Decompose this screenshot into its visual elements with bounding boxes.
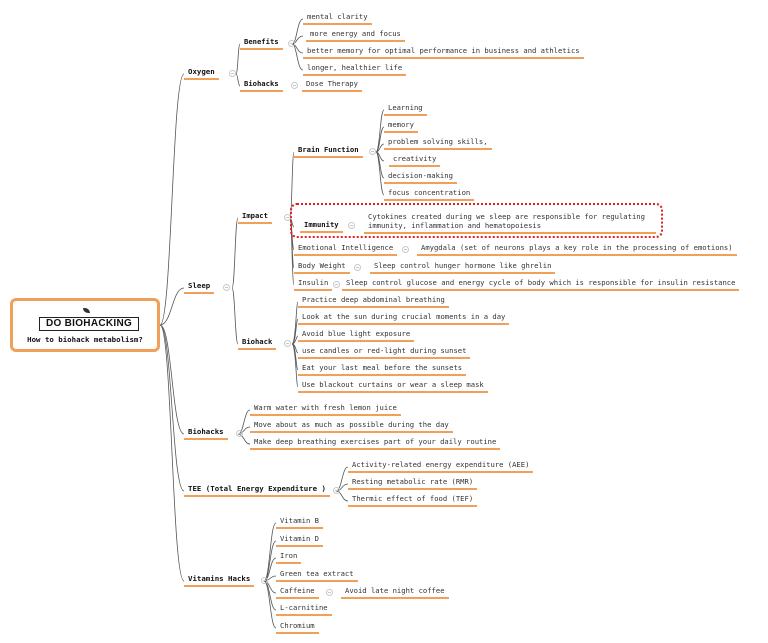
node-vitamin-b[interactable]: Vitamin B [276,515,323,529]
node-tef[interactable]: Thermic effect of food (TEF) [348,493,478,507]
collapse-toggle-icon[interactable] [261,577,268,584]
node-lemon-water[interactable]: Warm water with fresh lemon juice [250,402,401,416]
collapse-toggle-icon[interactable] [348,222,355,229]
node-immunity[interactable]: Immunity [300,219,343,233]
node-benefits[interactable]: Benefits [240,36,283,50]
node-blackout[interactable]: Use blackout curtains or wear a sleep ma… [298,379,488,393]
collapse-toggle-icon[interactable] [402,246,409,253]
node-body-weight[interactable]: Body Weight [294,260,350,274]
node-deep-breathing[interactable]: Make deep breathing exercises part of yo… [250,436,501,450]
node-tee[interactable]: TEE (Total Energy Expenditure ) [184,483,330,497]
brand-logo: DO BIOHACKING [39,317,139,331]
node-focus[interactable]: focus concentration [384,187,475,201]
collapse-toggle-icon[interactable] [223,284,230,291]
node-ghrelin[interactable]: Sleep control hunger hormone like ghreli… [370,260,556,274]
node-caffeine[interactable]: Caffeine [276,585,319,599]
node-longer-life[interactable]: longer, healthier life [303,62,407,76]
collapse-toggle-icon[interactable] [288,40,295,47]
node-impact[interactable]: Impact [238,210,272,224]
node-move[interactable]: Move about as much as possible during th… [250,419,453,433]
collapse-toggle-icon[interactable] [236,430,243,437]
node-brain-function[interactable]: Brain Function [294,144,363,158]
node-candles[interactable]: use candles or red-light during sunset [298,345,471,359]
collapse-toggle-icon[interactable] [354,264,361,271]
node-vitamin-d[interactable]: Vitamin D [276,533,323,547]
node-learning[interactable]: Learning [384,102,427,116]
node-blue-light[interactable]: Avoid blue light exposure [298,328,415,342]
node-aee[interactable]: Activity-related energy expenditure (AEE… [348,459,534,473]
node-avoid-coffee[interactable]: Avoid late night coffee [341,585,449,599]
node-oxygen-biohacks[interactable]: Biohacks [240,78,283,92]
collapse-toggle-icon[interactable] [326,589,333,596]
node-chromium[interactable]: Chromium [276,620,319,634]
node-breathing[interactable]: Practice deep abdominal breathing [298,294,449,308]
root-title: How to biohack metabolism? [27,335,143,344]
node-sleep[interactable]: Sleep [184,280,215,294]
collapse-toggle-icon[interactable] [333,281,340,288]
node-biohacks[interactable]: Biohacks [184,426,228,440]
node-sun[interactable]: Look at the sun during crucial moments i… [298,311,510,325]
node-better-memory[interactable]: better memory for optimal performance in… [303,45,584,59]
collapse-toggle-icon[interactable] [291,82,298,89]
node-last-meal[interactable]: Eat your last meal before the sunsets [298,362,467,376]
node-memory[interactable]: memory [384,119,418,133]
node-dose-therapy[interactable]: Dose Therapy [302,78,362,92]
node-iron[interactable]: Iron [276,550,302,564]
collapse-toggle-icon[interactable] [369,148,376,155]
node-mental-clarity[interactable]: mental clarity [303,11,372,25]
node-oxygen[interactable]: Oxygen [184,66,219,80]
node-rmr[interactable]: Resting metabolic rate (RMR) [348,476,478,490]
node-green-tea[interactable]: Green tea extract [276,568,358,582]
node-glucose[interactable]: Sleep control glucose and energy cycle o… [342,277,740,291]
collapse-toggle-icon[interactable] [229,70,236,77]
highlight-frame [290,203,663,238]
node-l-carnitine[interactable]: L-carnitine [276,602,332,616]
node-cytokines[interactable]: Cytokines created during we sleep are re… [364,211,656,234]
node-creativity[interactable]: creativity [389,153,441,167]
leaf-icon [83,308,90,313]
node-decision-making[interactable]: decision-making [384,170,457,184]
collapse-toggle-icon[interactable] [333,487,340,494]
node-insulin[interactable]: Insulin [294,277,333,291]
collapse-toggle-icon[interactable] [284,340,291,347]
node-vitamins-hacks[interactable]: Vitamins Hacks [184,573,255,587]
node-emotional-intelligence[interactable]: Emotional Intelligence [294,242,398,256]
node-biohack[interactable]: Biohack [238,336,277,350]
node-amygdala[interactable]: Amygdala (set of neurons plays a key rol… [417,242,737,256]
root-node[interactable]: DO BIOHACKING How to biohack metabolism? [10,298,160,352]
node-problem-solving[interactable]: problem solving skills, [384,136,492,150]
node-more-energy[interactable]: more energy and focus [306,28,405,42]
